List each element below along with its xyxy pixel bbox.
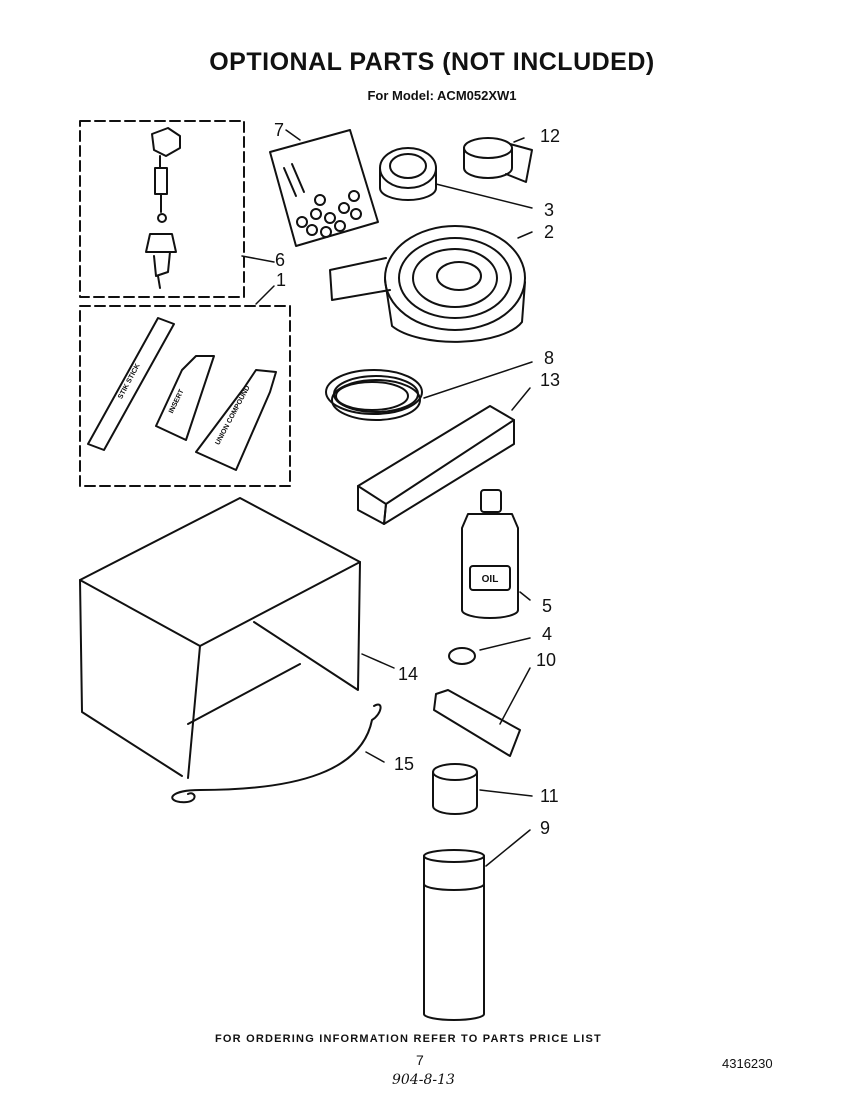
callout-8: 8 <box>544 348 555 368</box>
callout-4: 4 <box>542 624 553 644</box>
handwritten-note: 904-8-13 <box>392 1072 455 1088</box>
part-5-oil-bottle: OIL <box>461 489 519 619</box>
part-7-hardware-bag <box>269 129 379 247</box>
part-2-foam-roll <box>329 225 526 343</box>
part-3-tape-roll <box>379 147 437 201</box>
part-13-foam-block <box>357 405 515 525</box>
model-subtitle: For Model: ACM052XW1 <box>367 88 517 103</box>
callout-6: 6 <box>275 250 286 270</box>
callout-3: 3 <box>544 200 555 220</box>
part-9-spray-can <box>423 849 485 1021</box>
leader-lines <box>241 129 533 867</box>
part-11-jar <box>432 763 478 815</box>
oil-label: OIL <box>482 574 499 585</box>
callout-13: 13 <box>540 370 561 390</box>
callout-14: 14 <box>398 664 419 684</box>
document-number: 4316230 <box>722 1056 773 1071</box>
callout-10: 10 <box>536 650 557 670</box>
callout-15: 15 <box>394 754 415 774</box>
callout-5: 5 <box>542 596 553 616</box>
part-12-tape-strip <box>463 137 533 183</box>
callout-9: 9 <box>540 818 551 838</box>
page-title: OPTIONAL PARTS (NOT INCLUDED) <box>209 48 655 76</box>
callout-12: 12 <box>540 126 561 146</box>
callout-1: 1 <box>276 270 287 290</box>
callout-7: 7 <box>274 120 285 140</box>
part-1-sealant-kit <box>79 305 291 487</box>
part-4-plug <box>448 647 476 665</box>
part-15-cord <box>171 703 382 804</box>
part-8-wire-coil <box>325 369 423 421</box>
part-10-tube <box>433 689 521 757</box>
callout-2: 2 <box>544 222 555 242</box>
page-number: 7 <box>416 1052 424 1068</box>
part-14-cover <box>79 497 361 779</box>
part-6-valve-assembly <box>79 120 245 298</box>
ordering-note: FOR ORDERING INFORMATION REFER TO PARTS … <box>215 1033 602 1045</box>
callout-11: 11 <box>540 786 559 806</box>
